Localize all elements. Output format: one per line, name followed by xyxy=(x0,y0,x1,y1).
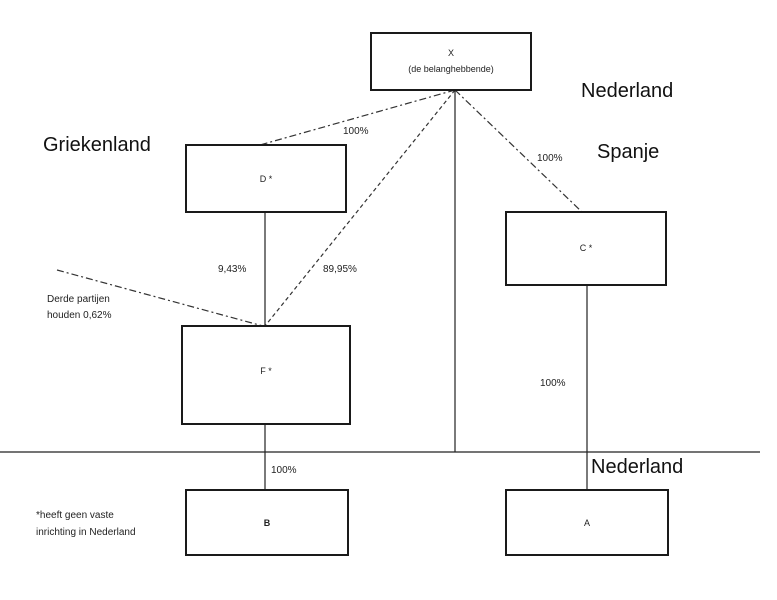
line-x-to-f xyxy=(264,89,456,327)
country-label-griekenland: Griekenland xyxy=(43,134,151,156)
entity-a-label: A xyxy=(584,518,590,528)
entity-f: F * xyxy=(181,325,351,425)
entity-c: C * xyxy=(505,211,667,286)
note-third-parties-line2: houden 0,62% xyxy=(47,310,112,321)
entity-a: A xyxy=(505,489,669,556)
pct-x-to-c: 100% xyxy=(537,153,563,164)
note-footnote-line1: *heeft geen vaste xyxy=(36,510,114,521)
entity-x-label: X xyxy=(448,48,454,58)
pct-c-to-a: 100% xyxy=(540,378,566,389)
note-footnote-line2: inrichting in Nederland xyxy=(36,527,136,538)
entity-x-sublabel: (de belanghebbende) xyxy=(408,64,494,74)
note-third-parties-line1: Derde partijen xyxy=(47,294,110,305)
country-label-spanje: Spanje xyxy=(597,141,659,163)
entity-b: B xyxy=(185,489,349,556)
pct-d-to-f: 9,43% xyxy=(218,264,246,275)
entity-d-label: D * xyxy=(260,174,273,184)
line-x-to-d xyxy=(259,89,456,146)
pct-x-to-d: 100% xyxy=(343,126,369,137)
country-label-nederland-bottom: Nederland xyxy=(591,456,683,478)
line-x-to-c xyxy=(454,89,583,213)
entity-d: D * xyxy=(185,144,347,213)
line-third-parties-to-f xyxy=(56,269,264,327)
entity-f-label: F * xyxy=(260,366,272,376)
country-label-nederland-top: Nederland xyxy=(581,80,673,102)
pct-x-to-f: 89,95% xyxy=(323,264,357,275)
entity-x: X (de belanghebbende) xyxy=(370,32,532,91)
entity-b-label: B xyxy=(264,518,271,528)
pct-f-to-b: 100% xyxy=(271,465,297,476)
entity-c-label: C * xyxy=(580,243,593,253)
